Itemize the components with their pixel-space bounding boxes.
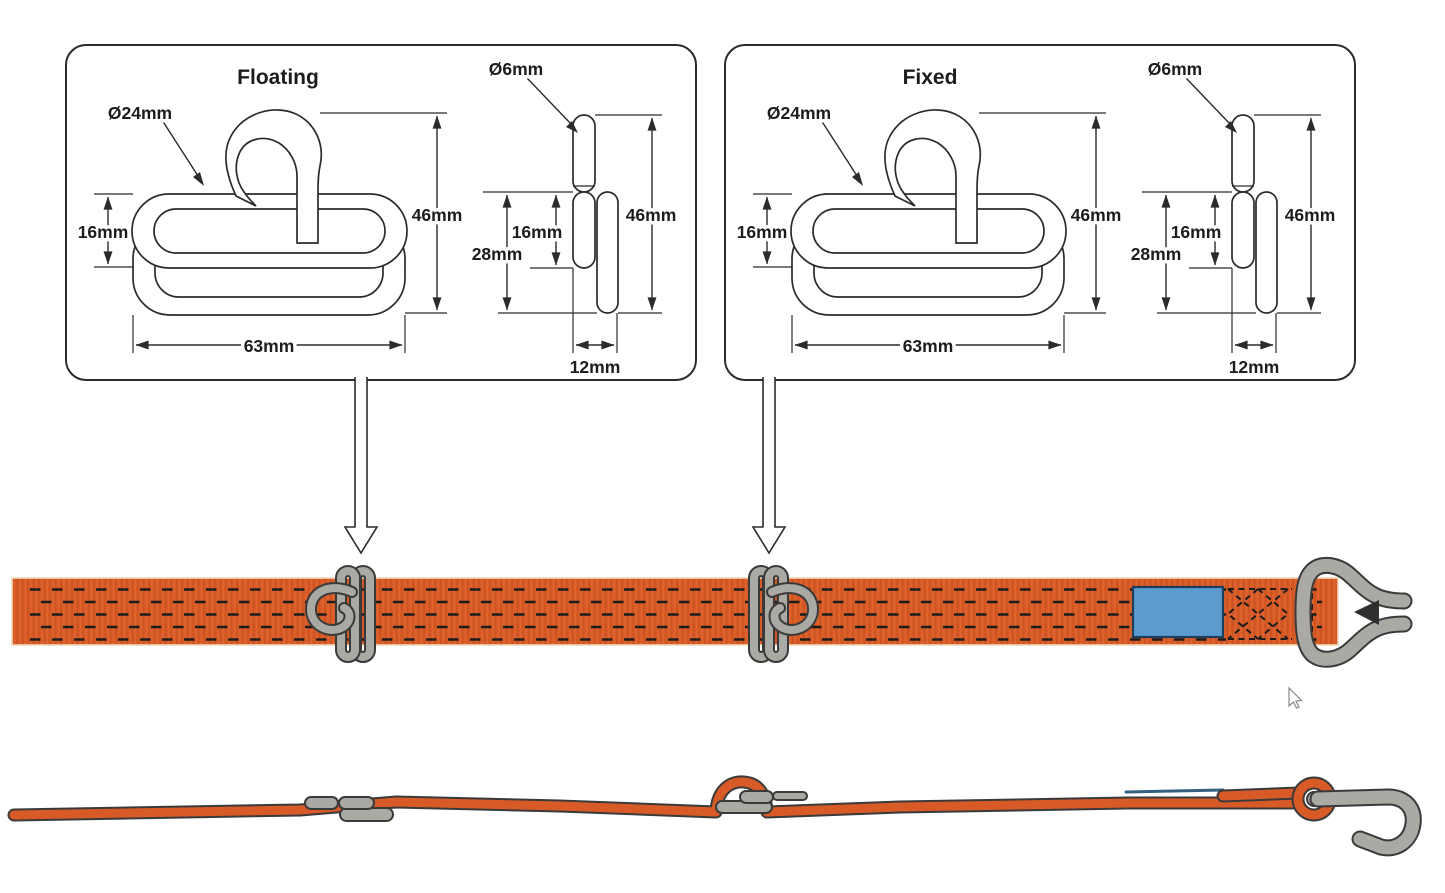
floating-panel-drawing: [66, 45, 696, 380]
stitching: [1226, 580, 1296, 643]
j-hook-side: [1309, 788, 1422, 857]
panel-title: Fixed: [903, 66, 958, 89]
dim-side-height-label: 46mm: [626, 205, 677, 225]
floating-hook-side: [304, 796, 394, 822]
dim-side-height-label: 46mm: [1285, 205, 1336, 225]
fixed-hook-side: [715, 790, 808, 814]
strap-fold: [1218, 788, 1303, 801]
dim-wire-diameter-label: Ø24mm: [108, 103, 172, 123]
dim-height-label: 46mm: [412, 205, 463, 225]
webbing-dashes: [30, 588, 1322, 641]
strap-top-view: [11, 556, 1413, 668]
strap-label: [1131, 585, 1225, 639]
floating-panel-arrow: [343, 377, 379, 555]
strap-side-view: [7, 775, 1422, 857]
label-edge-line: [1124, 788, 1225, 794]
panel-floating: Floating Ø24mm 16mm 63mm 46mm Ø6mm 16mm …: [66, 45, 696, 380]
dim-side-width-label: 12mm: [570, 357, 621, 377]
dim-side-diameter-label: Ø6mm: [489, 59, 543, 79]
dim-width-label: 63mm: [903, 336, 954, 356]
panel-fixed: Fixed Ø24mm 16mm 63mm 46mm Ø6mm 16mm 28m…: [725, 45, 1355, 380]
fixed-panel-drawing: [725, 45, 1355, 380]
dim-side-slot-label: 16mm: [512, 222, 563, 242]
dim-side-diameter-label: Ø6mm: [1148, 59, 1202, 79]
dim-side-body-label: 28mm: [472, 244, 523, 264]
mouse-cursor-icon: [1288, 686, 1303, 709]
claw-hook: [1294, 556, 1413, 668]
dim-slot-height-label: 16mm: [737, 222, 788, 242]
dim-side-width-label: 12mm: [1229, 357, 1280, 377]
dim-side-slot-label: 16mm: [1171, 222, 1222, 242]
dim-side-body-label: 28mm: [1131, 244, 1182, 264]
dim-slot-height-label: 16mm: [78, 222, 129, 242]
dim-width-label: 63mm: [244, 336, 295, 356]
panel-title: Floating: [237, 66, 319, 89]
fixed-panel-arrow: [751, 377, 787, 555]
dim-wire-diameter-label: Ø24mm: [767, 103, 831, 123]
dim-height-label: 46mm: [1071, 205, 1122, 225]
